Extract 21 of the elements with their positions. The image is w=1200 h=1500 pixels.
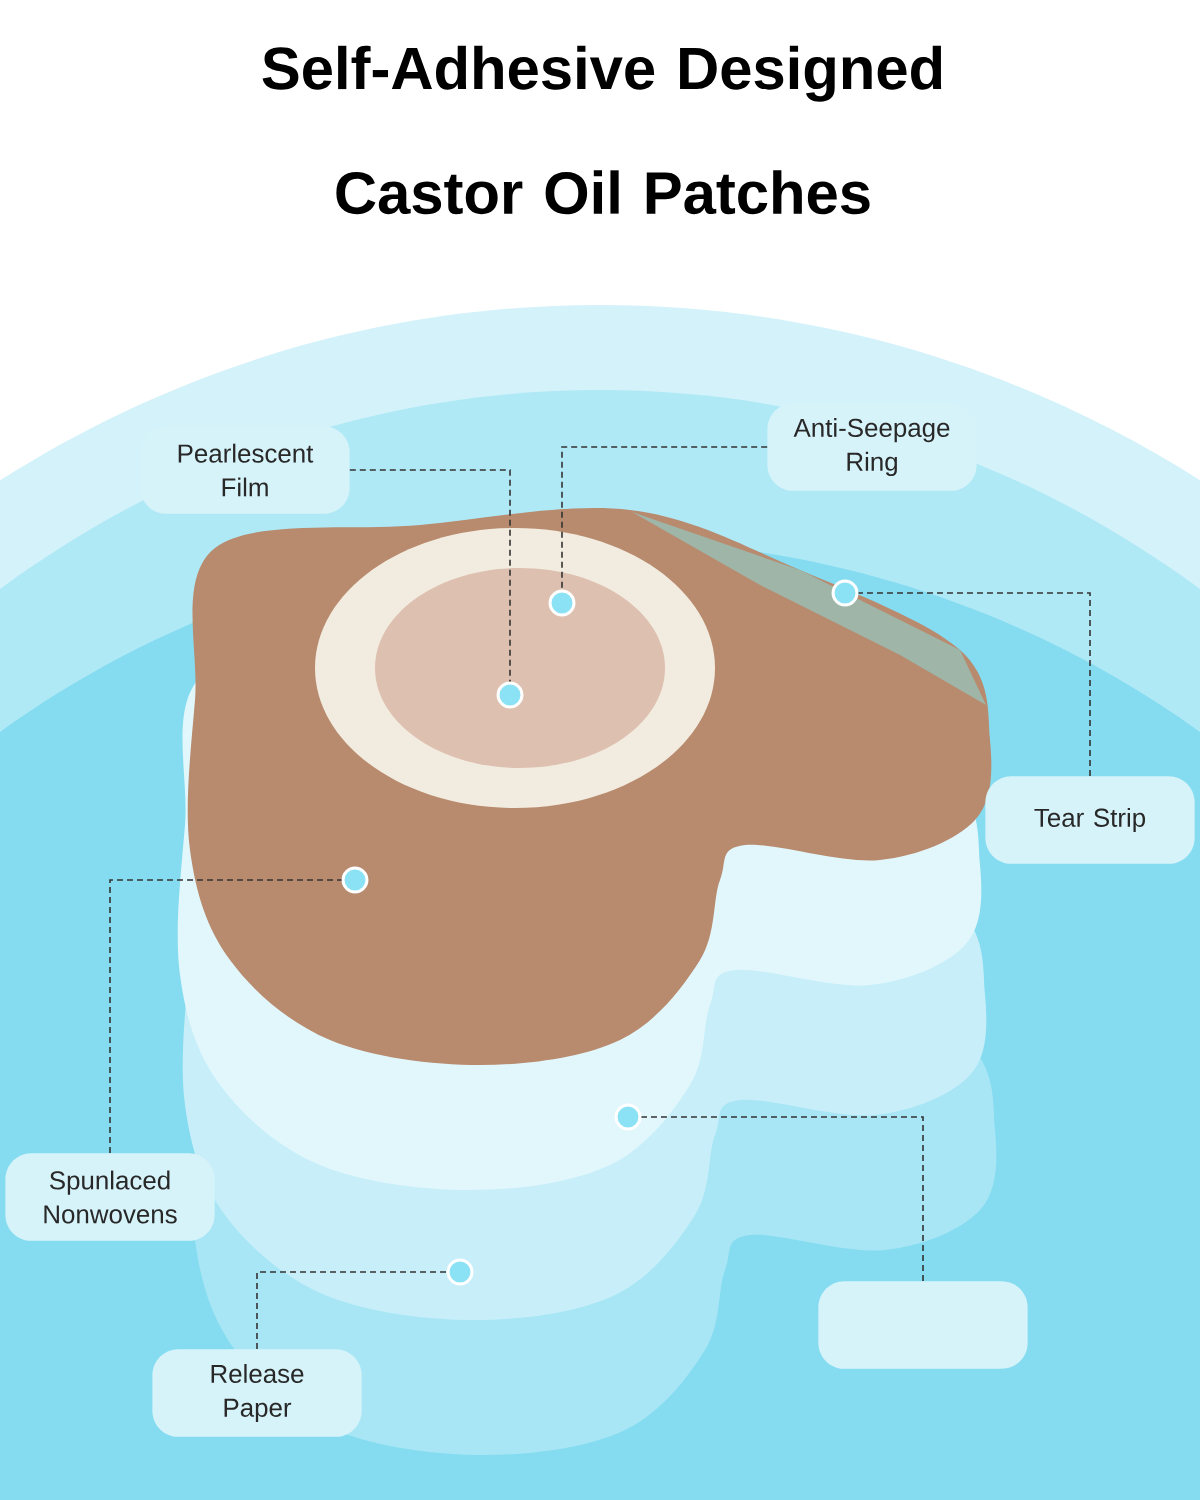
- label-box: Release Paper: [152, 1349, 362, 1437]
- marker-dot: [496, 681, 524, 709]
- marker-dot: [548, 589, 576, 617]
- leader-line: [349, 469, 511, 683]
- leader-line: [857, 592, 1091, 777]
- marker-dot: [614, 1103, 642, 1131]
- label-box: [818, 1281, 1028, 1369]
- leader-line: [256, 1271, 448, 1350]
- label-box: Spunlaced Nonwovens: [5, 1153, 215, 1241]
- node-label: Pearlescent Film: [178, 443, 314, 497]
- leader-line: [109, 879, 343, 1154]
- title: Self-Adhesive Designed Castor Oil Patches: [262, 45, 942, 215]
- marker-dot: [446, 1258, 474, 1286]
- leader-line: [561, 446, 768, 591]
- leader-line: [640, 1116, 924, 1282]
- marker-dot: [341, 866, 369, 894]
- label-box: Anti-Seepage Ring: [767, 403, 977, 491]
- label-box: Pearlescent Film: [140, 426, 350, 514]
- node-label: Anti-Seepage Ring: [793, 418, 950, 477]
- label-box: Tear Strip: [985, 776, 1195, 864]
- marker-dot: [831, 579, 859, 607]
